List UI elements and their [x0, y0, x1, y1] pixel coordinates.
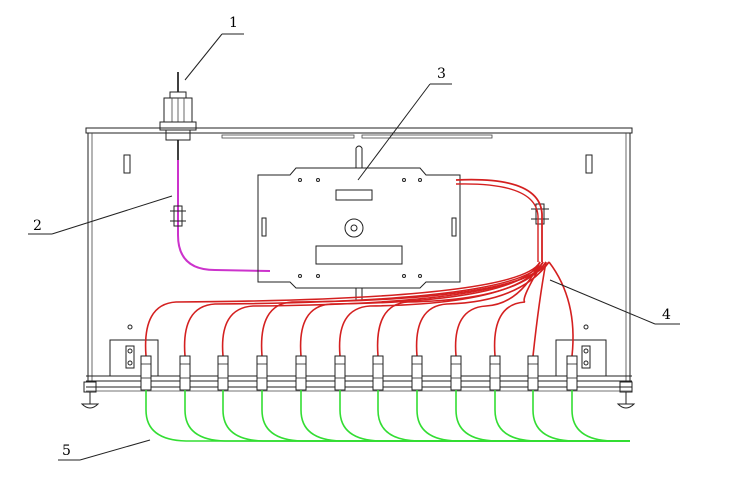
patch-fiber [416, 390, 630, 442]
patch-fiber [377, 390, 630, 442]
enclosure [85, 127, 633, 392]
pigtail-bundle [455, 183, 539, 262]
adapter-icon [217, 355, 229, 391]
adapter-icon [527, 355, 539, 391]
top-rail-left [221, 134, 355, 139]
patch-fiber [300, 390, 630, 442]
pigtail-fiber [548, 261, 574, 357]
patch-fiber [145, 390, 630, 442]
adapter-icon [256, 355, 268, 391]
adapter-icon [179, 355, 191, 391]
adapter-icon [372, 355, 384, 391]
patch-fibers [145, 390, 630, 442]
callout-3: 3 [437, 66, 446, 82]
cable-clamp-icon [170, 205, 186, 227]
mounting-foot-icon [616, 381, 636, 409]
pigtail-fiber [221, 261, 547, 357]
callout-1: 1 [229, 15, 238, 31]
adapter-icon [566, 355, 578, 391]
pigtail-fiber [299, 261, 541, 357]
pigtail-fiber [493, 261, 544, 357]
patch-fiber [339, 390, 630, 442]
pigtail-fiber [415, 261, 550, 357]
pigtail-fibers [144, 178, 574, 357]
callout-4: 4 [662, 307, 671, 323]
patch-fiber [494, 390, 630, 442]
adapter-icon [411, 355, 423, 391]
mounting-foot-icon [80, 381, 100, 409]
enclosure-back-panel [87, 132, 631, 382]
pigtail-fiber [532, 261, 547, 357]
callout-leaders [28, 33, 680, 461]
pigtail-fiber [144, 261, 541, 357]
patch-fiber [571, 390, 630, 442]
patch-fiber [532, 390, 630, 442]
adapter-row [140, 355, 578, 391]
pigtail-fiber [376, 261, 547, 357]
adapter-icon [489, 355, 501, 391]
splice-tray-icon [257, 145, 461, 300]
pigtail-bundle [455, 178, 543, 262]
callout-2: 2 [33, 218, 42, 234]
pigtail-fiber [454, 261, 541, 357]
callout-5: 5 [62, 443, 71, 459]
patch-fiber [184, 390, 630, 442]
adapter-icon [140, 355, 152, 391]
adapter-icon [295, 355, 307, 391]
slot-right [585, 154, 593, 174]
cable-gland-icon [159, 72, 197, 160]
adapter-icon [334, 355, 346, 391]
top-rail-right [361, 134, 493, 139]
patch-fiber [222, 390, 630, 442]
adapter-bracket-right [555, 324, 607, 376]
patch-fiber [455, 390, 630, 442]
feeder-cable [177, 160, 271, 272]
adapter-icon [450, 355, 462, 391]
patch-fiber [261, 390, 630, 442]
pigtail-fiber [338, 261, 544, 357]
adapter-bracket-left [109, 324, 159, 376]
slot-left [123, 154, 131, 174]
